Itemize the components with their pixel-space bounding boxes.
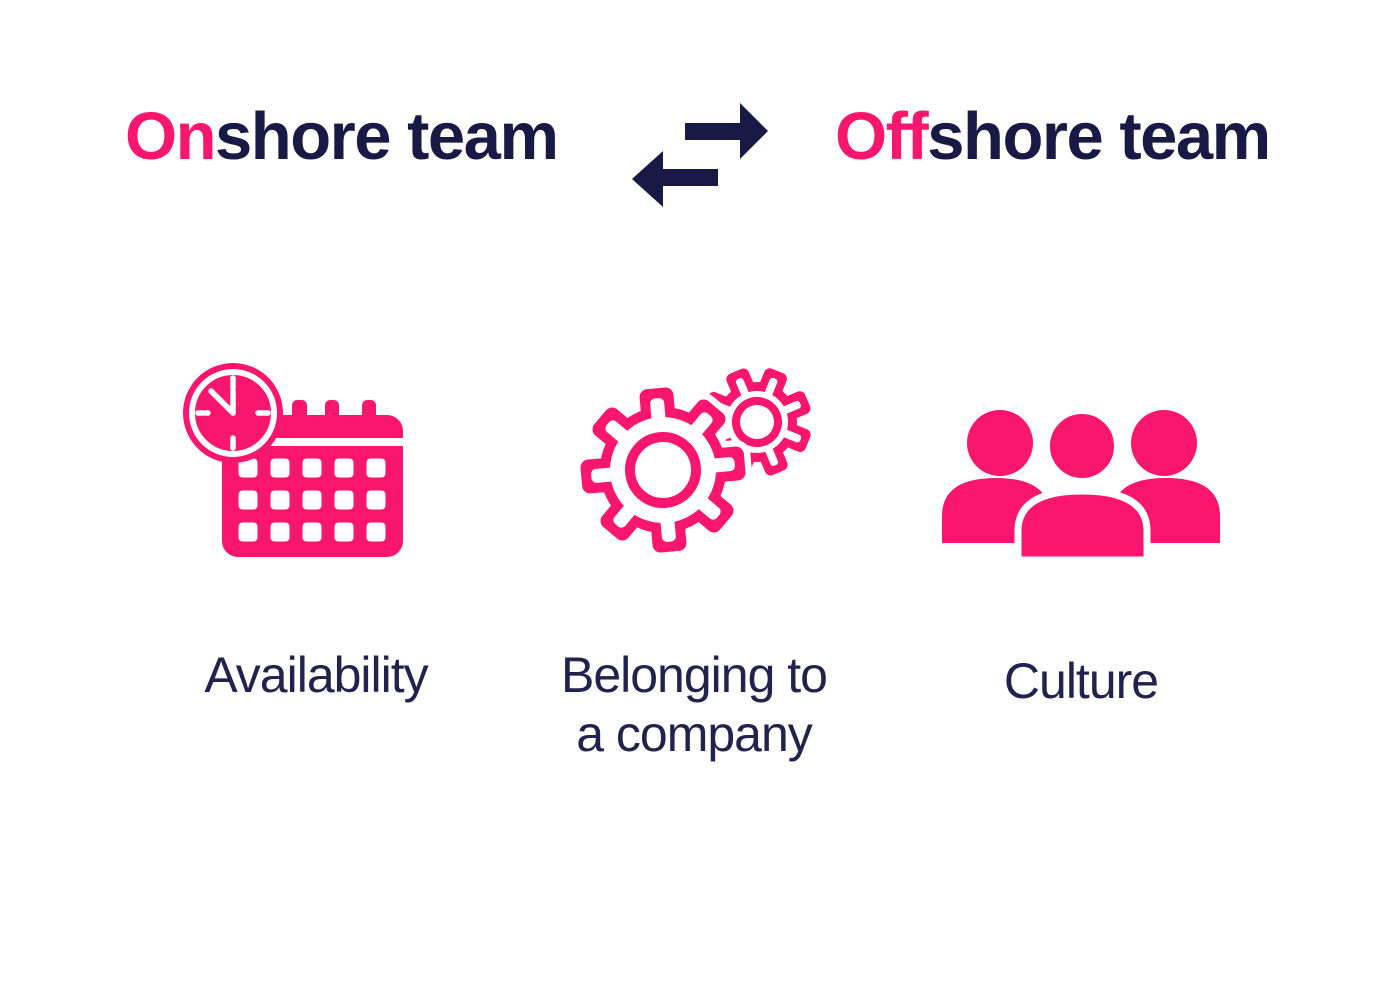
offshore-title-highlight: Off xyxy=(835,99,929,174)
availability-label: Availability xyxy=(166,646,466,705)
onshore-title: Onshore team xyxy=(125,99,559,174)
gears-icon xyxy=(575,355,825,565)
culture-label-line: Culture xyxy=(1003,653,1159,709)
calendar-clock-icon xyxy=(170,345,410,565)
people-group-icon xyxy=(935,400,1225,570)
availability-label-line: Availability xyxy=(204,647,428,703)
onshore-title-highlight: On xyxy=(125,99,217,174)
onshore-title-rest: shore team xyxy=(215,99,559,174)
belonging-label: Belonging to a company xyxy=(544,646,844,764)
belonging-label-line-2: a company xyxy=(576,706,813,762)
offshore-title-rest: shore team xyxy=(927,99,1271,174)
offshore-title: Offshore team xyxy=(835,99,1271,174)
belonging-label-line-1: Belonging to xyxy=(560,647,828,703)
swap-arrows-icon xyxy=(628,95,778,210)
culture-label: Culture xyxy=(931,652,1231,711)
